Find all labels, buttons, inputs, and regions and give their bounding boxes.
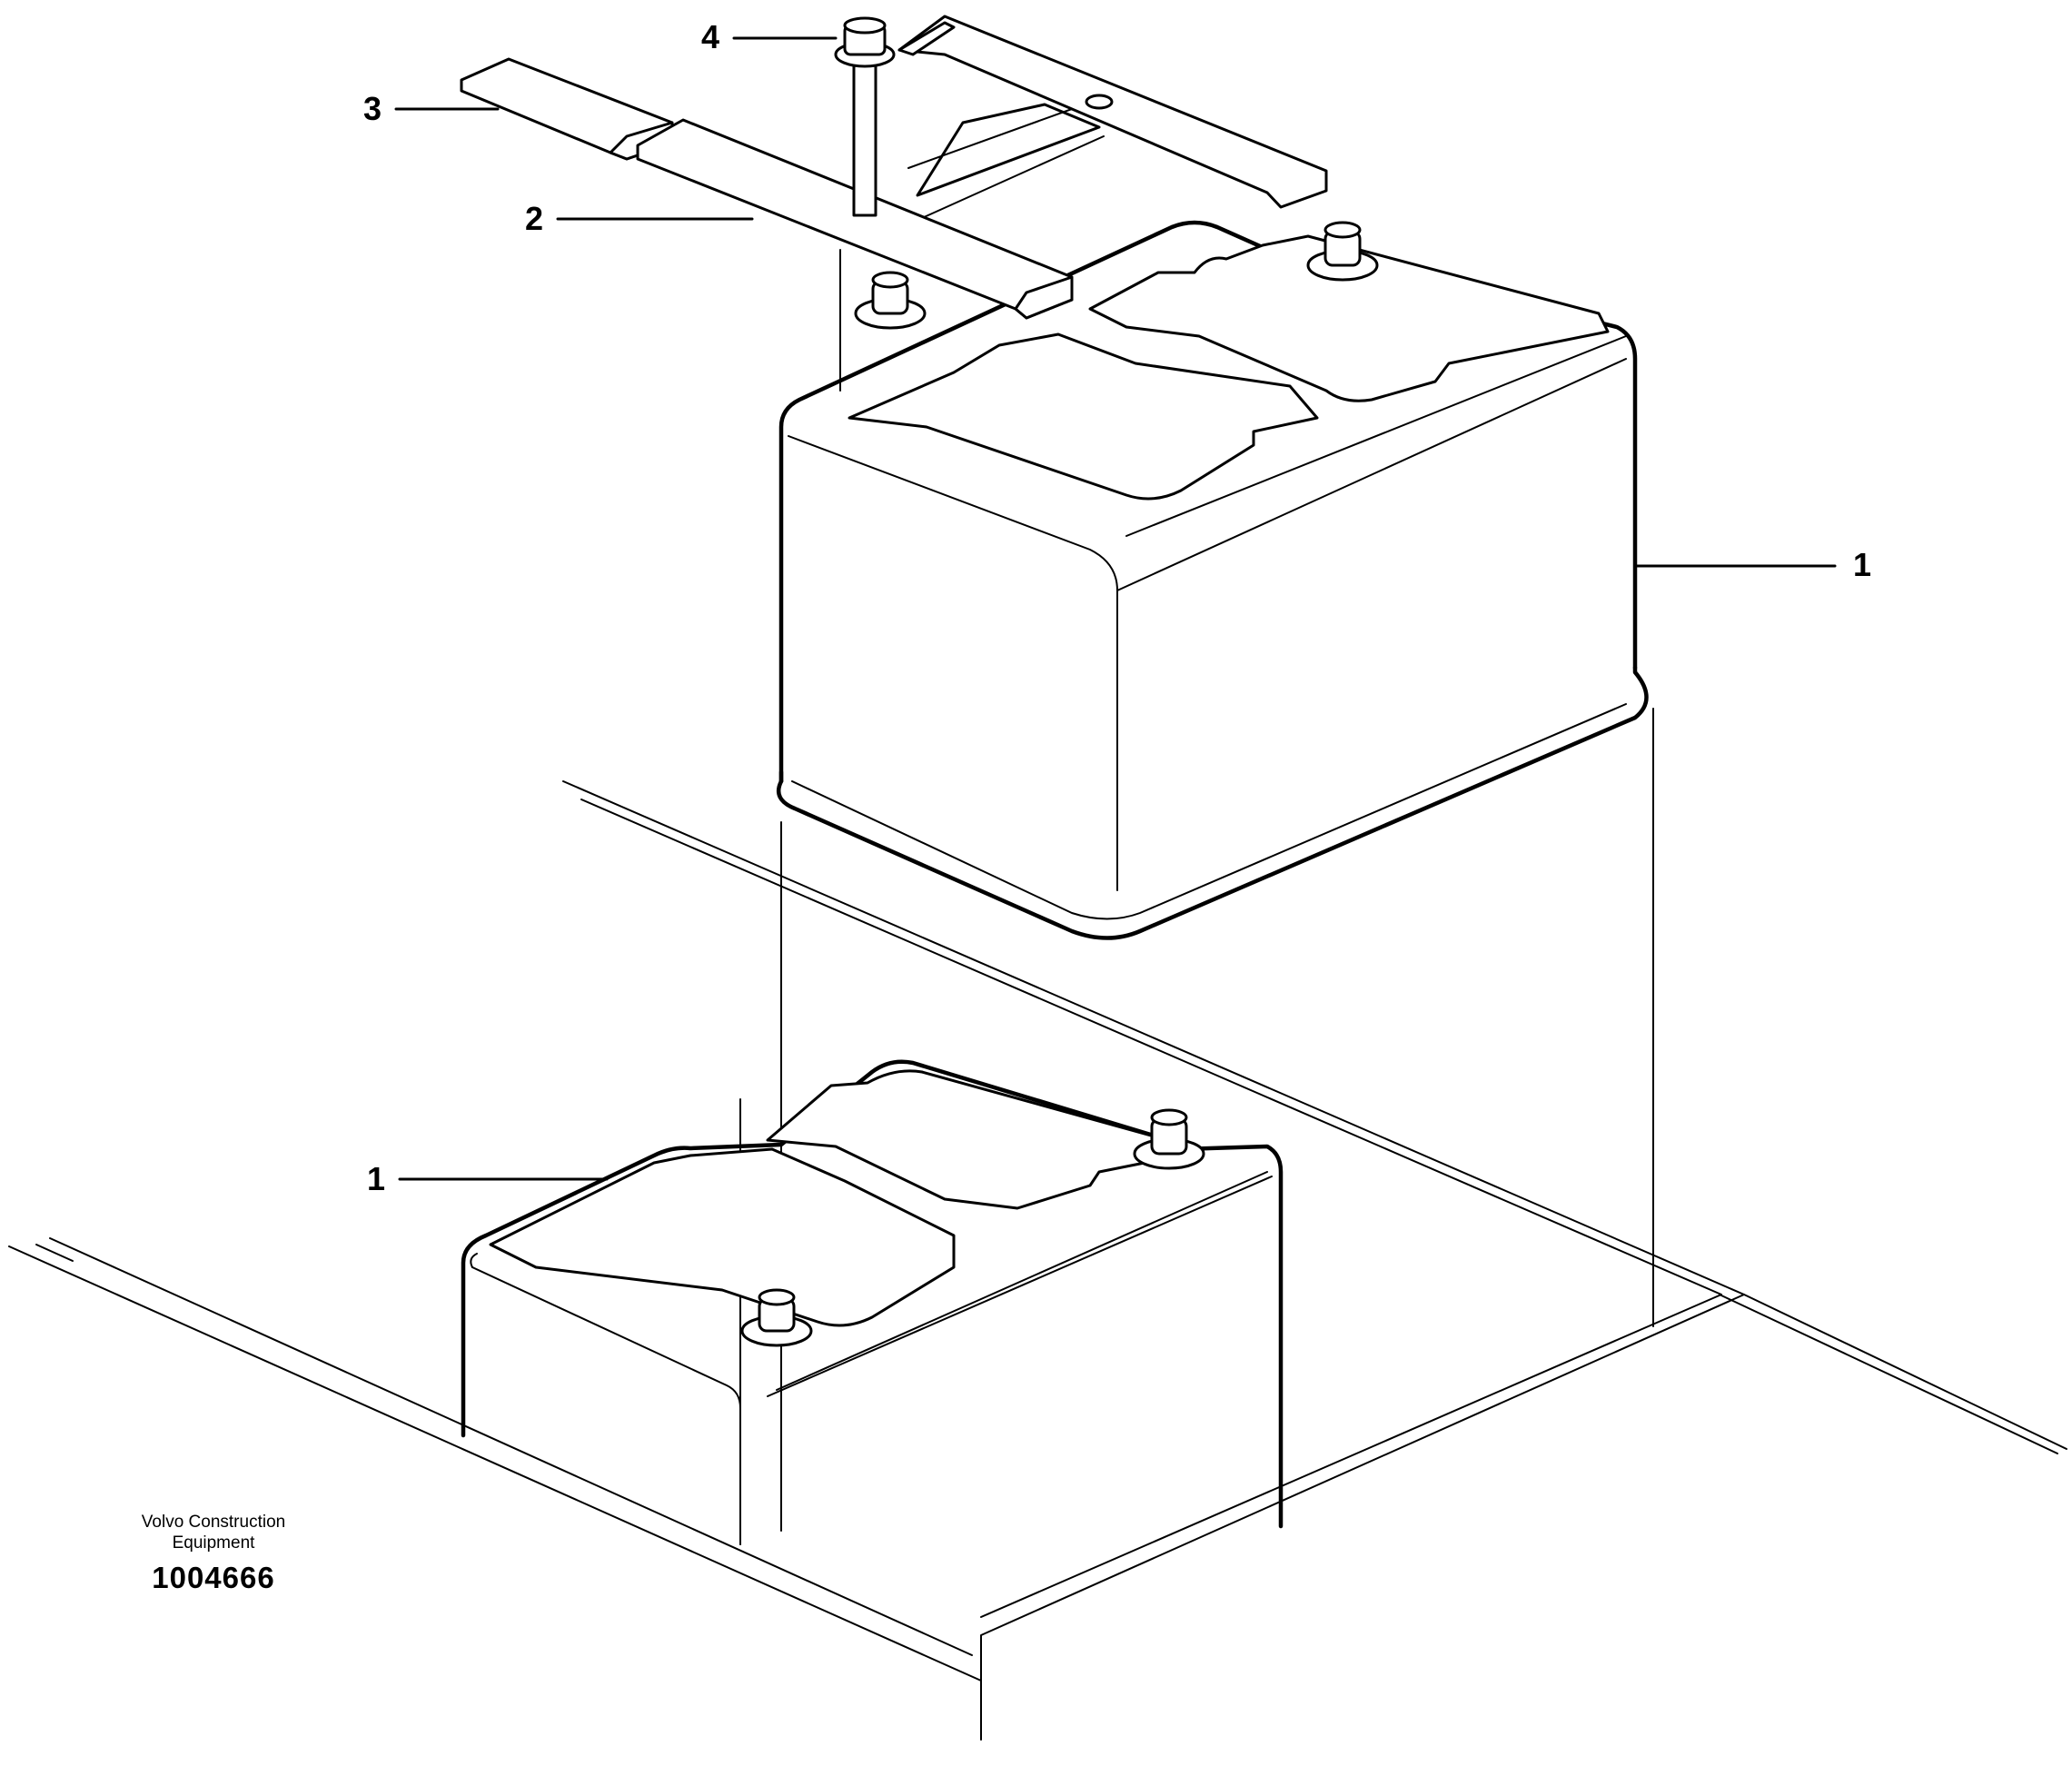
callout-1-lower-label: 1 bbox=[367, 1160, 385, 1197]
callout-3: 3 bbox=[363, 90, 500, 127]
callout-1-lower: 1 bbox=[367, 1160, 609, 1197]
callout-2: 2 bbox=[525, 200, 754, 237]
document-number: 1004666 bbox=[152, 1561, 275, 1594]
brand-line-1: Volvo Construction bbox=[141, 1513, 286, 1532]
brand-caption: Volvo Construction Equipment bbox=[100, 1512, 327, 1553]
callout-4: 4 bbox=[701, 18, 838, 55]
part-4-bolt bbox=[834, 16, 896, 217]
clamp-frame bbox=[897, 15, 1328, 219]
callout-4-label: 4 bbox=[701, 18, 719, 55]
callout-3-label: 3 bbox=[363, 90, 382, 127]
battery-upper bbox=[776, 220, 1649, 940]
part-2-channel-long bbox=[636, 118, 1074, 320]
brand-line-2: Equipment bbox=[172, 1533, 255, 1553]
callout-2-label: 2 bbox=[525, 200, 543, 237]
callout-1-upper: 1 bbox=[1633, 546, 1871, 583]
callout-1-upper-label: 1 bbox=[1853, 546, 1871, 583]
part-3-channel-short bbox=[460, 57, 674, 161]
base-plate bbox=[8, 780, 2067, 1741]
battery-lower bbox=[461, 1059, 1284, 1545]
